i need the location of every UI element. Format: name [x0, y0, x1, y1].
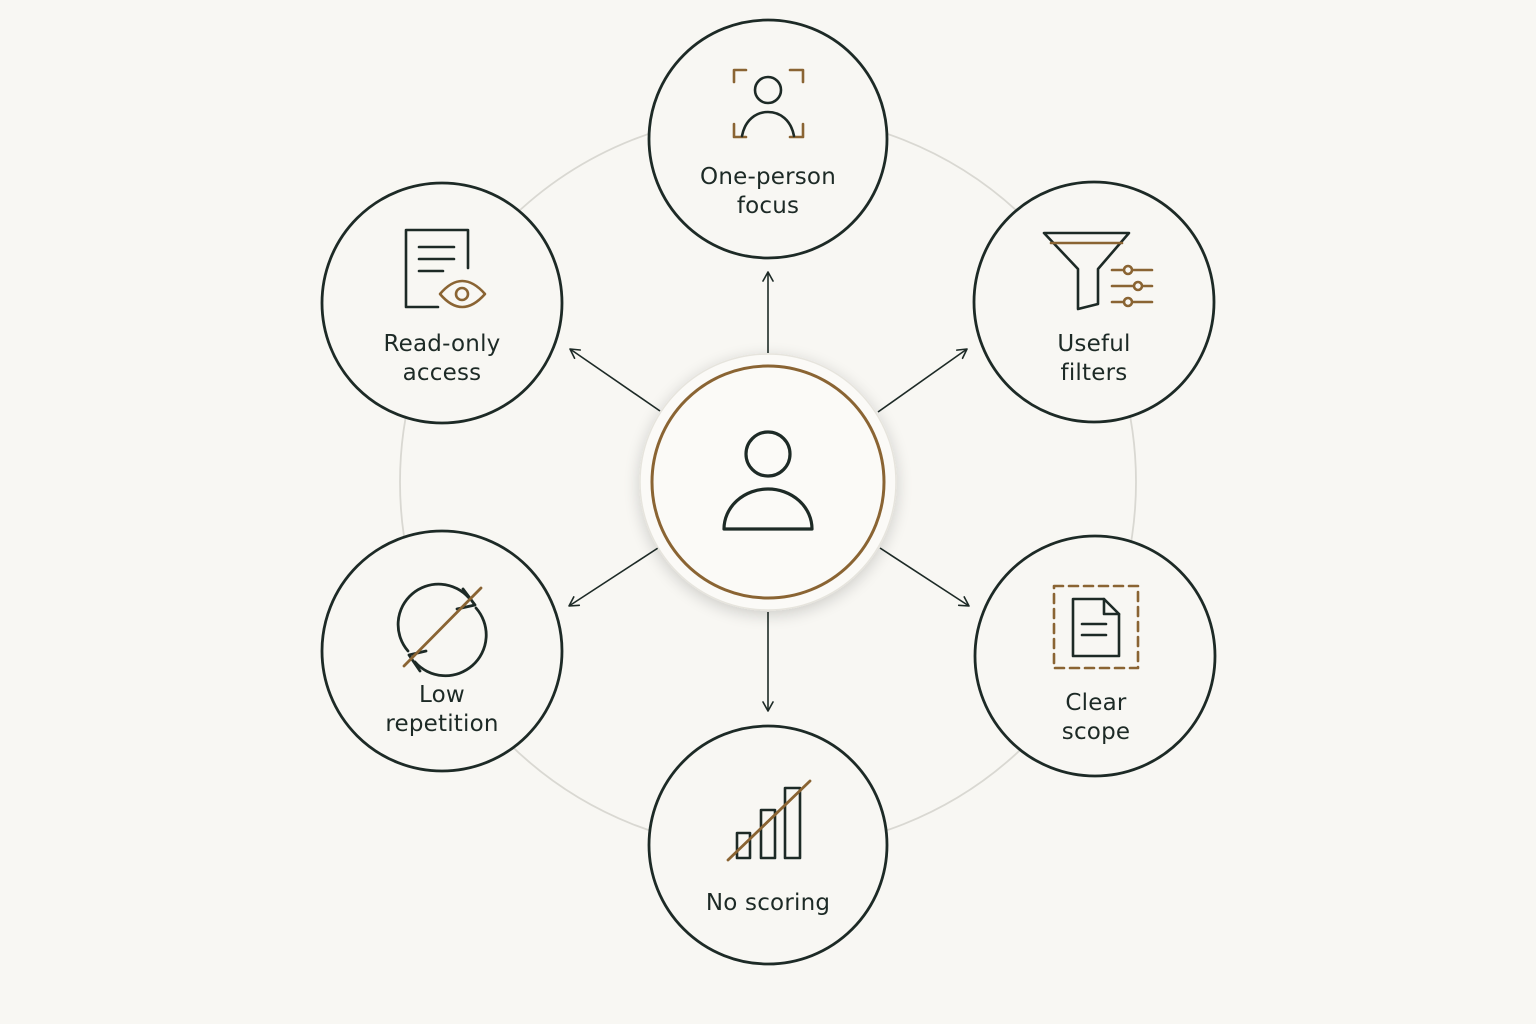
node-circle-one-person-focus [647, 18, 889, 260]
label-line: One-person [700, 164, 836, 190]
arrow-to-low-repetition [568, 547, 659, 607]
center-hub [639, 353, 897, 611]
label-line: scope [1061, 719, 1131, 745]
refresh-crossed-icon [396, 582, 488, 678]
person-icon [722, 430, 814, 531]
center-hub-ring [650, 364, 886, 600]
node-circle-low-repetition [320, 529, 564, 773]
person-focus-icon [732, 68, 805, 139]
arrow-to-read-only-access [569, 348, 661, 412]
label-useful-filters: Useful filters [984, 330, 1204, 388]
label-clear-scope: Clear scope [986, 689, 1206, 747]
connector-arrows [568, 271, 970, 712]
node-circle-no-scoring [647, 724, 889, 966]
label-line: Low [419, 682, 465, 708]
node-circle-useful-filters [972, 180, 1216, 424]
node-circle-read-only-access [320, 181, 564, 425]
label-line: access [402, 360, 482, 386]
label-one-person-focus: One-person focus [658, 163, 878, 221]
document-scope-icon [1052, 584, 1140, 670]
label-no-scoring: No scoring [658, 889, 878, 918]
label-line: repetition [385, 711, 499, 737]
arrow-to-clear-scope [879, 547, 970, 607]
arrow-to-useful-filters [877, 348, 968, 413]
filter-sliders-icon [1042, 231, 1154, 311]
node-circles [320, 18, 1217, 966]
label-line: No scoring [705, 890, 831, 916]
label-line: Clear [1065, 690, 1127, 716]
label-line: Read-only [383, 331, 501, 357]
label-line: Useful [1057, 331, 1131, 357]
label-low-repetition: Low repetition [332, 681, 552, 739]
label-line: filters [1060, 360, 1128, 386]
label-read-only-access: Read-only access [332, 330, 552, 388]
document-eye-icon [404, 228, 487, 309]
label-line: focus [736, 193, 800, 219]
bar-chart-crossed-icon [726, 779, 812, 862]
